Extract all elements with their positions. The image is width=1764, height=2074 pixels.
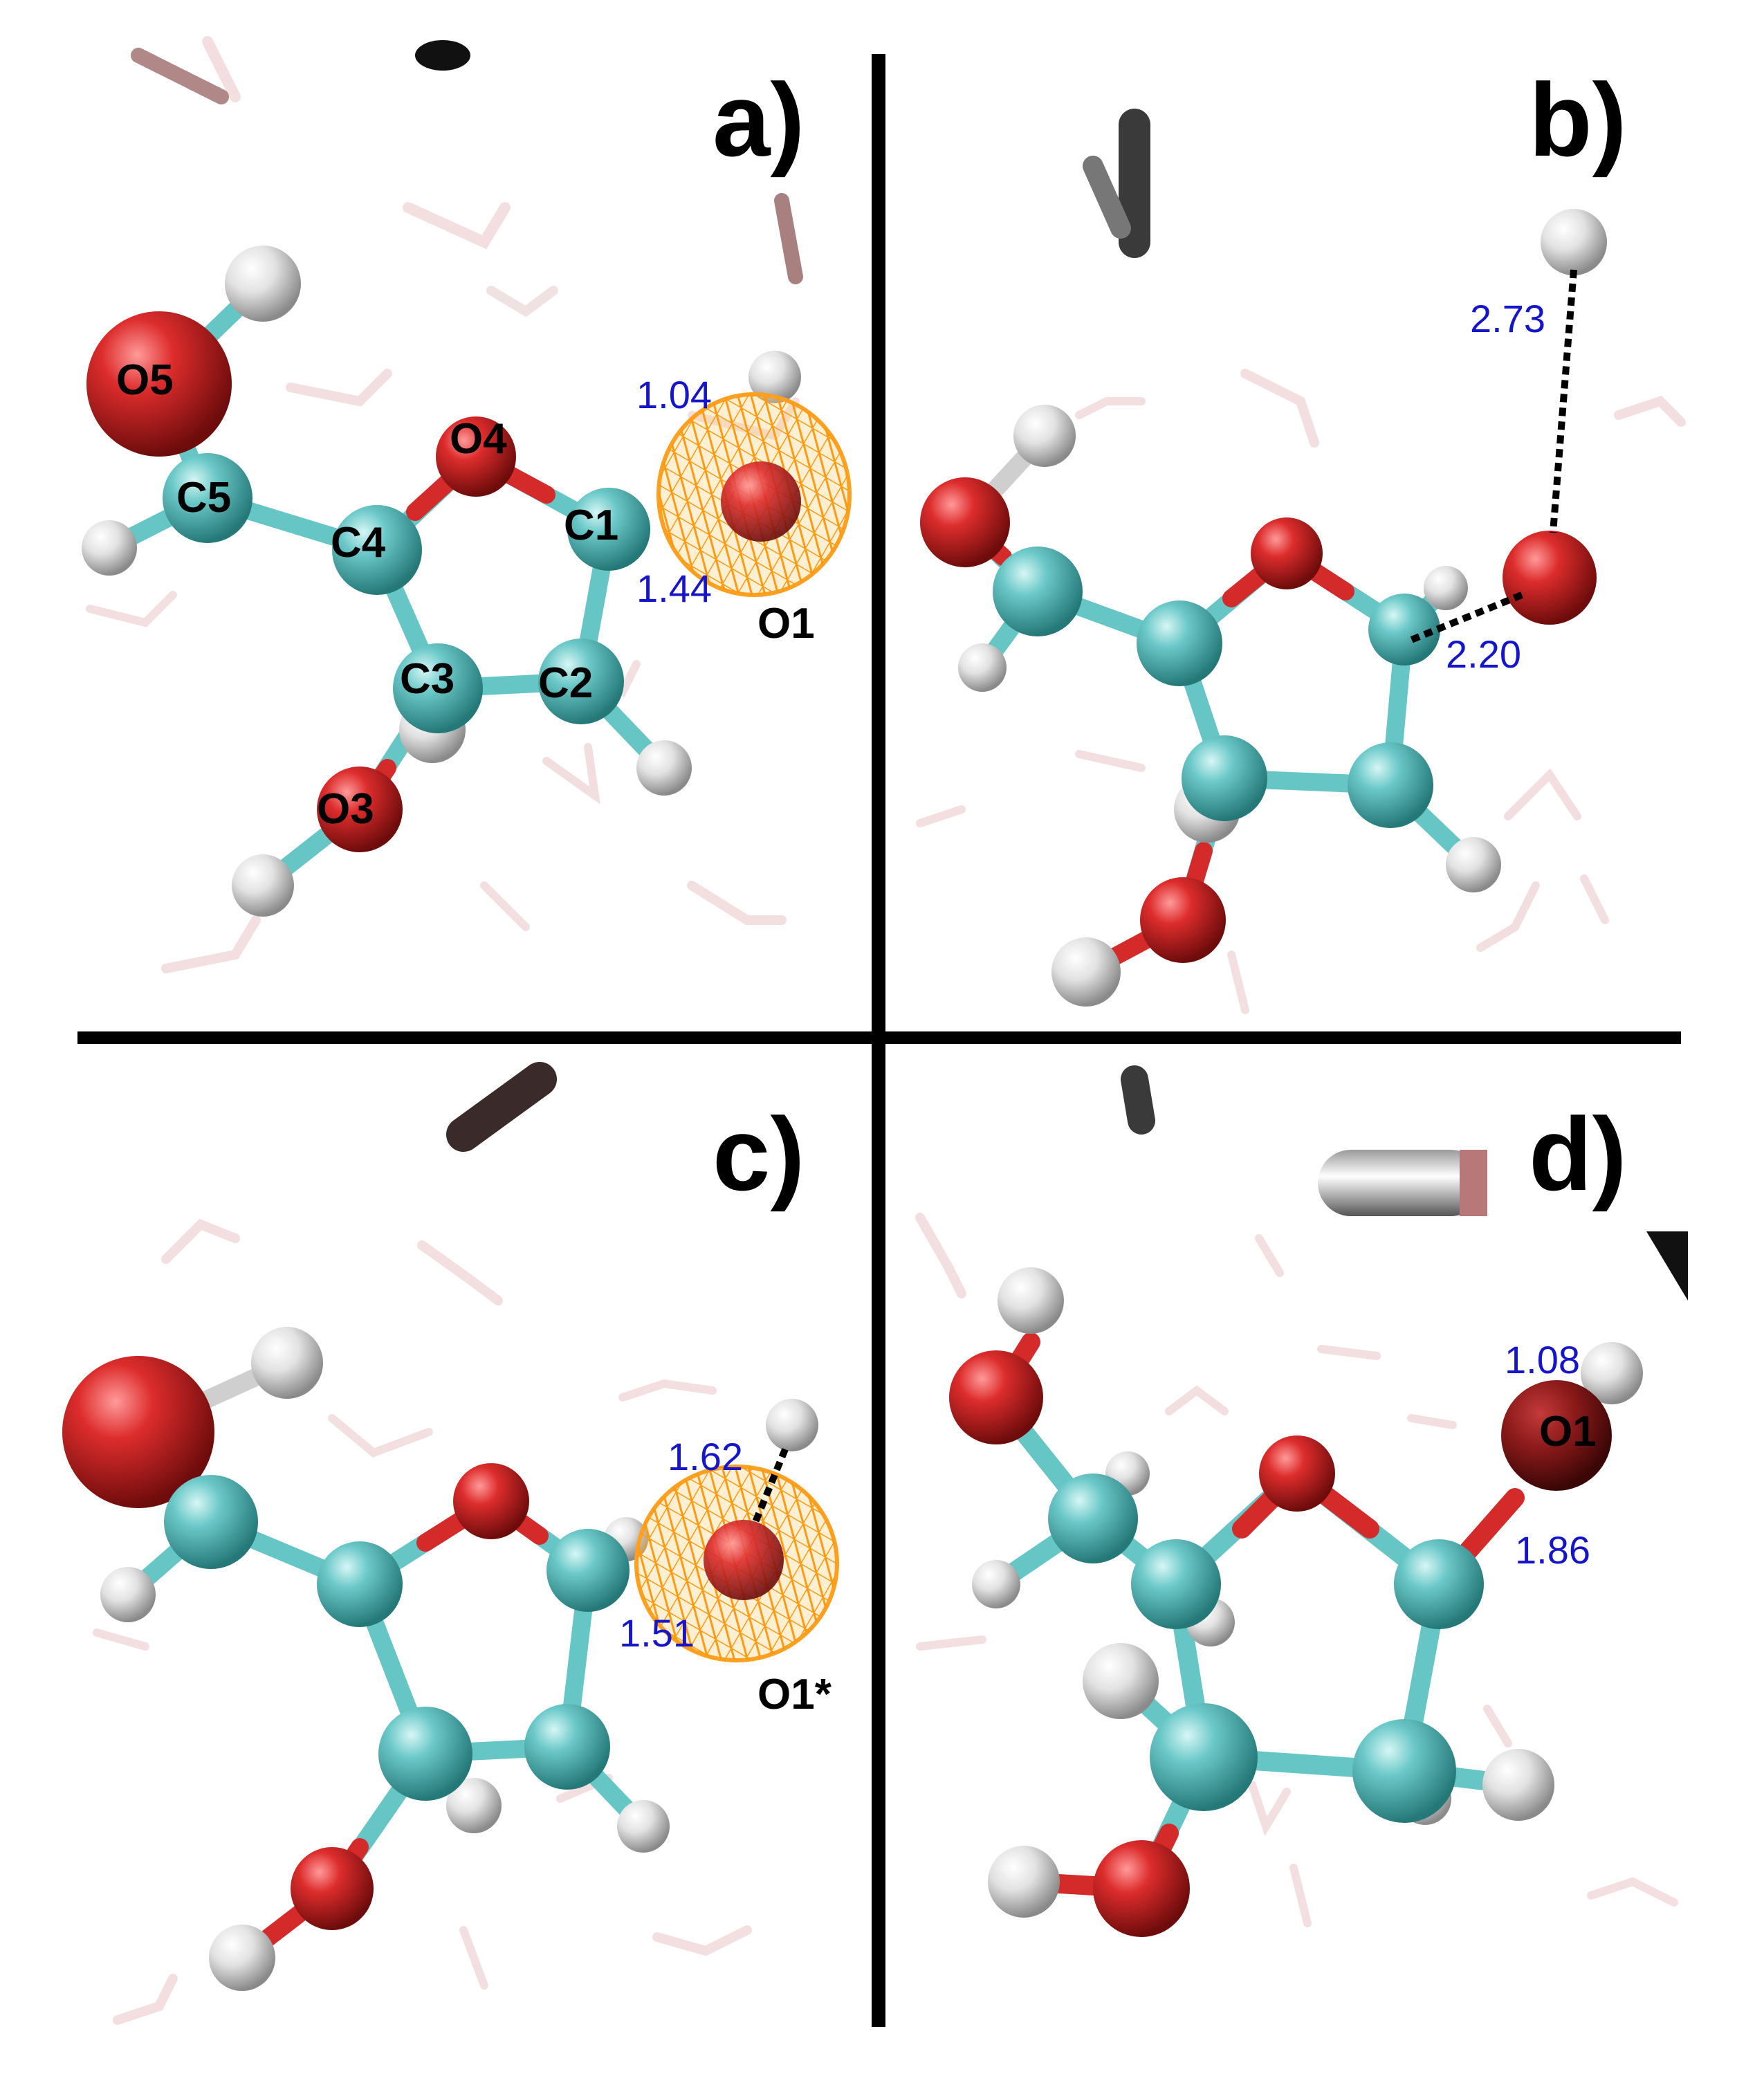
hydrogen-atom: [1541, 209, 1607, 275]
hydrogen-atom: [636, 740, 692, 796]
distance-label: 1.51: [619, 1611, 695, 1655]
carbon-atom: [393, 643, 483, 733]
carbon-atom: [164, 1475, 258, 1569]
panel-a: a) O5 O4 C5 C4 C1 C3 C2 O3 O1 1.04 1.44: [82, 62, 852, 917]
hydrogen-atom: [209, 1925, 275, 1991]
oxygen-atom: [291, 1847, 374, 1930]
hydrogen-atom: [1013, 405, 1076, 467]
atom-label-o1-star: O1*: [757, 1671, 832, 1718]
oxygen-atom: [949, 1350, 1043, 1444]
atom-label-c3: C3: [400, 655, 454, 703]
panel-c: c) O1* 1.62 1.51: [62, 1096, 839, 1991]
oxygen-atom: [317, 767, 403, 852]
carbon-atom: [567, 488, 650, 571]
hydrogen-atom: [1482, 1749, 1554, 1821]
carbon-atom: [546, 1529, 630, 1612]
panel-b-label: b): [1529, 62, 1627, 178]
atom-label-c1: C1: [564, 502, 618, 549]
hydrogen-atom: [1446, 837, 1501, 892]
hydrogen-atom: [766, 1399, 818, 1451]
hydrogen-atom: [251, 1327, 323, 1399]
oxygen-atom: [1503, 531, 1597, 625]
hydrogen-atom: [100, 1567, 156, 1622]
atom-label-c5: C5: [176, 474, 231, 522]
atom-label-o1: O1: [757, 600, 815, 648]
atom-label-c2: C2: [538, 659, 593, 707]
carbon-atom: [163, 453, 252, 543]
distance-label: 2.73: [1470, 297, 1545, 340]
carbon-atom: [1394, 1539, 1484, 1629]
hydrogen-atom: [617, 1800, 670, 1853]
hydrogen-atom: [446, 1778, 502, 1833]
panel-a-label: a): [713, 62, 805, 178]
panel-dividers: [77, 54, 1681, 2027]
hydrogen-atom: [1051, 937, 1121, 1007]
hydrogen-atom: [82, 520, 137, 576]
atom-label-o4: O4: [450, 415, 507, 463]
panel-d: d) O1 1.08 1.86: [949, 1096, 1643, 1937]
oxygen-atom: [86, 311, 232, 457]
atom-label-o5: O5: [116, 356, 174, 404]
panel-c-label: c): [713, 1096, 805, 1212]
atom-label-o3: O3: [317, 785, 374, 833]
distance-label: 2.20: [1446, 632, 1521, 676]
panel-d-label: d): [1529, 1096, 1627, 1212]
oxygen-atom: [1259, 1435, 1335, 1512]
oxygen-atom: [704, 1520, 784, 1600]
oxygen-atom: [1093, 1840, 1190, 1937]
carbon-atom: [1131, 1539, 1221, 1629]
hydrogen-atom: [972, 1560, 1020, 1608]
carbon-atom: [1137, 600, 1222, 686]
carbon-atom: [378, 1707, 472, 1801]
oxygen-atom: [453, 1463, 529, 1539]
hydrogen-atom: [1581, 1342, 1643, 1404]
distance-label: 1.44: [636, 567, 712, 610]
hydrogen-atom: [225, 246, 301, 322]
oxygen-atom: [920, 477, 1010, 567]
carbon-atom: [317, 1541, 403, 1627]
panel-b: b) 2.73 2.20: [920, 62, 1627, 1007]
distance-label: 1.04: [636, 373, 712, 416]
hydrogen-atom: [988, 1846, 1060, 1918]
oxygen-atom: [721, 461, 801, 542]
atom-label-o1: O1: [1539, 1408, 1597, 1456]
oxygen-atom: [436, 416, 516, 497]
carbon-atom: [993, 547, 1083, 636]
hydrogen-atom: [1424, 566, 1468, 610]
oxygen-atom: [1501, 1380, 1612, 1491]
carbon-atom: [1368, 594, 1440, 666]
oxygen-atom: [62, 1356, 214, 1508]
carbon-atom: [538, 639, 624, 724]
hydrogen-atom: [1083, 1643, 1159, 1719]
oxygen-atom: [1251, 517, 1323, 589]
carbon-atom: [332, 505, 422, 595]
distance-label: 1.62: [668, 1435, 743, 1478]
carbon-atom: [1348, 742, 1433, 828]
carbon-atom: [1352, 1719, 1456, 1823]
hydrogen-atom: [748, 351, 801, 403]
carbon-atom: [524, 1704, 610, 1790]
hydrogen-atom: [958, 643, 1007, 692]
distance-label: 1.86: [1515, 1528, 1590, 1572]
carbon-atom: [1150, 1703, 1258, 1811]
atom-label-c4: C4: [331, 519, 386, 567]
hydrogen-atom: [232, 854, 294, 917]
carbon-atom: [1182, 735, 1267, 821]
hydrogen-atom: [998, 1267, 1064, 1334]
foreground-rods: [131, 40, 1688, 1301]
carbon-atom: [1048, 1474, 1138, 1563]
oxygen-atom: [1140, 877, 1226, 963]
distance-label: 1.08: [1505, 1338, 1580, 1382]
